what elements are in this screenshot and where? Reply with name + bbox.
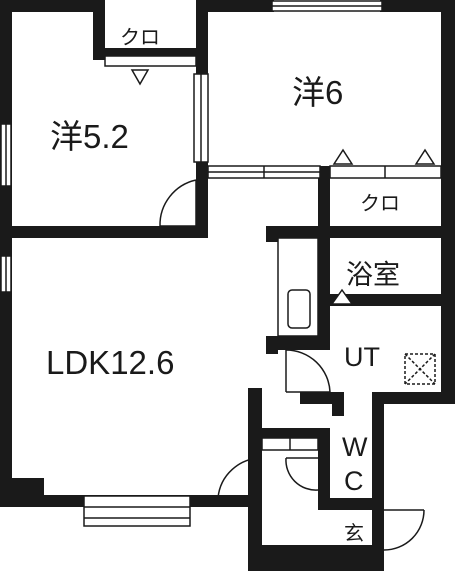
door-swings <box>159 179 425 551</box>
closet-top-label: クロ <box>120 26 160 49</box>
room-western-6: 洋6 <box>292 74 343 111</box>
room-western-5-2: 洋5.2 <box>50 118 129 155</box>
closet-markers <box>130 69 436 305</box>
genkan-label: 玄 <box>344 522 364 545</box>
fixtures <box>261 237 436 451</box>
room-ut: UT <box>344 342 380 372</box>
closet-right-label: クロ <box>360 192 400 215</box>
room-ldk: LDK12.6 <box>46 344 174 381</box>
windows <box>0 0 383 527</box>
wc-label-w: W <box>342 432 368 462</box>
room-labels: 洋5.2 洋6 LDK12.6 浴室 UT クロ クロ W C 玄 <box>46 26 400 545</box>
sliding-doors <box>104 55 442 179</box>
wc-label-c: C <box>344 466 364 496</box>
room-bath: 浴室 <box>346 260 400 290</box>
